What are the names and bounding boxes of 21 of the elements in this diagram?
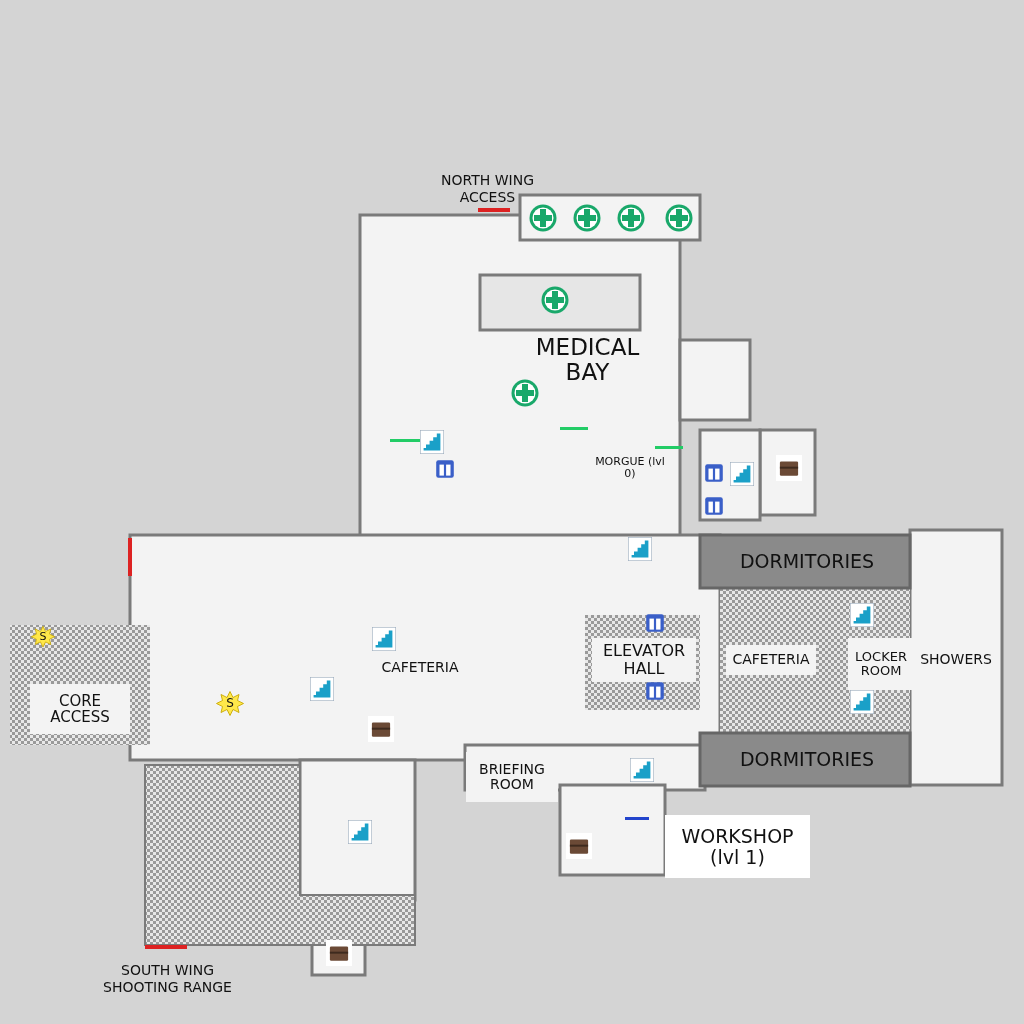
room-label: DORMITORIES xyxy=(739,550,875,572)
room-sign xyxy=(726,645,816,675)
area-label: S xyxy=(38,630,48,644)
room-label: MEDICAL BAY xyxy=(534,334,641,386)
room-sign xyxy=(30,684,130,734)
room-sign xyxy=(665,815,810,878)
room-label: SHOWERS xyxy=(920,652,992,668)
area-label: S xyxy=(225,696,235,711)
room-label: WORKSHOP (lvl 1) xyxy=(680,825,795,868)
room-label: LOCKER ROOM xyxy=(854,649,908,679)
room-label: MORGUE (lvl 0) xyxy=(594,455,666,481)
room-label: CAFETERIA xyxy=(381,660,459,676)
room-sign xyxy=(592,638,696,682)
room-label: CORE ACCESS xyxy=(49,692,111,726)
room-sign xyxy=(848,638,914,690)
room-label: DORMITORIES xyxy=(739,748,875,770)
room-label: BRIEFING ROOM xyxy=(478,761,546,793)
area-label: SOUTH WING SHOOTING RANGE xyxy=(102,962,233,996)
room-label: CAFETERIA xyxy=(732,652,810,668)
area-label: NORTH WING ACCESS xyxy=(440,172,535,206)
room-label: ELEVATOR HALL xyxy=(601,642,687,678)
